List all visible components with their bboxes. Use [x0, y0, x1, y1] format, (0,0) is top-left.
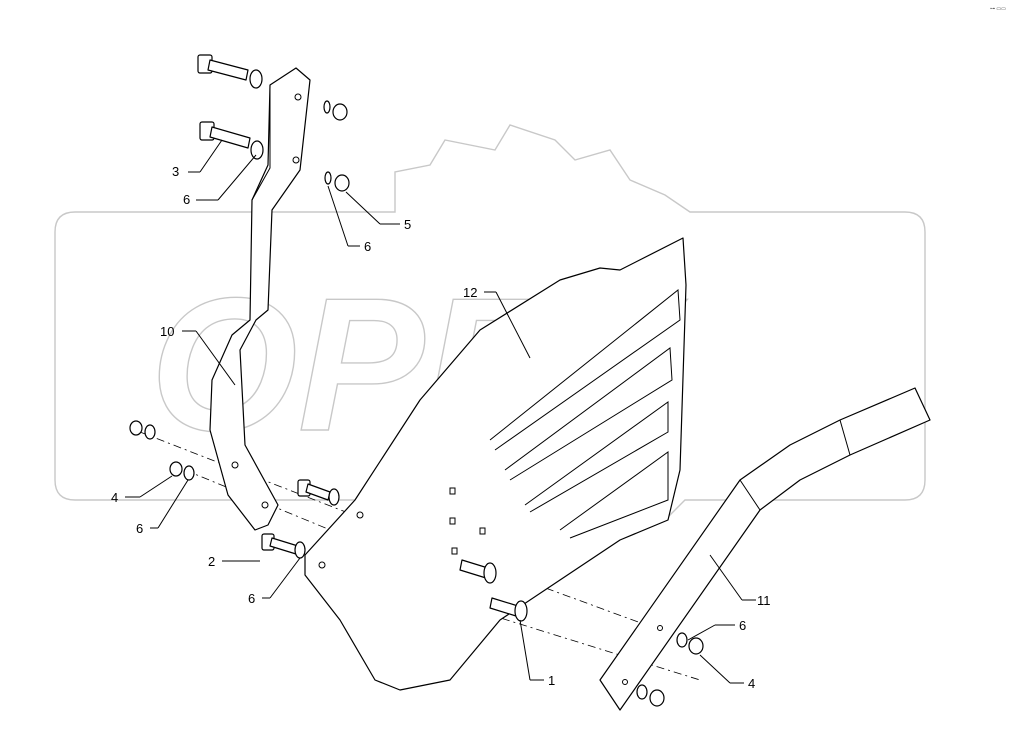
callout-6: 6	[248, 591, 255, 606]
callout-labels: 3 6 5 6 10 12 4 6 2 6 1 11 6 4	[111, 164, 771, 691]
callout-2: 2	[208, 554, 215, 569]
leader-lines	[125, 139, 756, 684]
nut-washer-right-bottom	[636, 684, 665, 707]
bracket-arm-part-10	[209, 67, 311, 531]
callout-1: 1	[548, 673, 555, 688]
callout-5: 5	[404, 217, 411, 232]
corner-mark: ⊶ ▭▭	[990, 6, 1006, 12]
callout-6: 6	[183, 192, 190, 207]
bolt-top-upper	[197, 54, 348, 121]
callout-6: 6	[364, 239, 371, 254]
watermark-gear-outline	[54, 124, 926, 546]
bolt-top-lower	[199, 121, 350, 192]
nut-washer-left-mid	[169, 461, 195, 481]
callout-12: 12	[463, 285, 477, 300]
callout-11: 11	[757, 593, 771, 608]
bolt-middle	[297, 479, 340, 506]
callout-3: 3	[172, 164, 179, 179]
nut-washer-right-mid	[676, 632, 704, 655]
plate-part-12	[304, 237, 687, 691]
carriage-bolt-upper	[459, 559, 497, 584]
callout-6: 6	[739, 618, 746, 633]
bolt-part-2	[261, 533, 306, 559]
callout-4: 4	[748, 676, 755, 691]
callout-10: 10	[160, 324, 174, 339]
callout-6: 6	[136, 521, 143, 536]
nut-washer-left-top	[129, 420, 156, 440]
carriage-bolt-part-1	[489, 597, 528, 622]
callout-4: 4	[111, 490, 118, 505]
strip-part-11	[599, 387, 931, 711]
